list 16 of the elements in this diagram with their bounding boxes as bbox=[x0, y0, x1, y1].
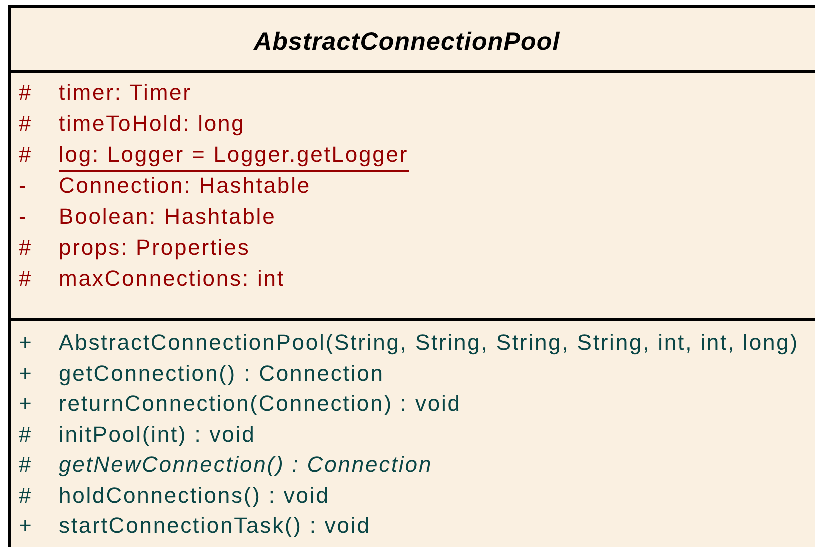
operation-text: # initPool(int) : void bbox=[19, 422, 256, 448]
attribute-text: # maxConnections: int bbox=[19, 266, 285, 292]
class-box bbox=[8, 5, 815, 547]
operation-text: + startConnectionTask() : void bbox=[19, 513, 371, 539]
attribute-text: # props: Properties bbox=[19, 235, 250, 261]
operation-text: # getNewConnection() : Connection bbox=[19, 452, 433, 478]
operation-text: + getConnection() : Connection bbox=[19, 360, 384, 386]
operation-text: + AbstractConnectionPool(String, String, String, String, int, int, long) bbox=[19, 330, 799, 356]
attribute-text: # log: Logger = Logger.getLogger bbox=[19, 142, 409, 172]
attribute-text: - Boolean: Hashtable bbox=[19, 204, 276, 230]
attribute-text: # timeToHold: long bbox=[19, 111, 246, 137]
attribute-text: - Connection: Hashtable bbox=[19, 173, 311, 199]
attribute-text: # timer: Timer bbox=[19, 80, 192, 106]
class-name: AbstractConnectionPool bbox=[254, 27, 560, 57]
operation-text: # holdConnections() : void bbox=[19, 482, 330, 508]
operation-text: + returnConnection(Connection) : void bbox=[19, 391, 462, 417]
